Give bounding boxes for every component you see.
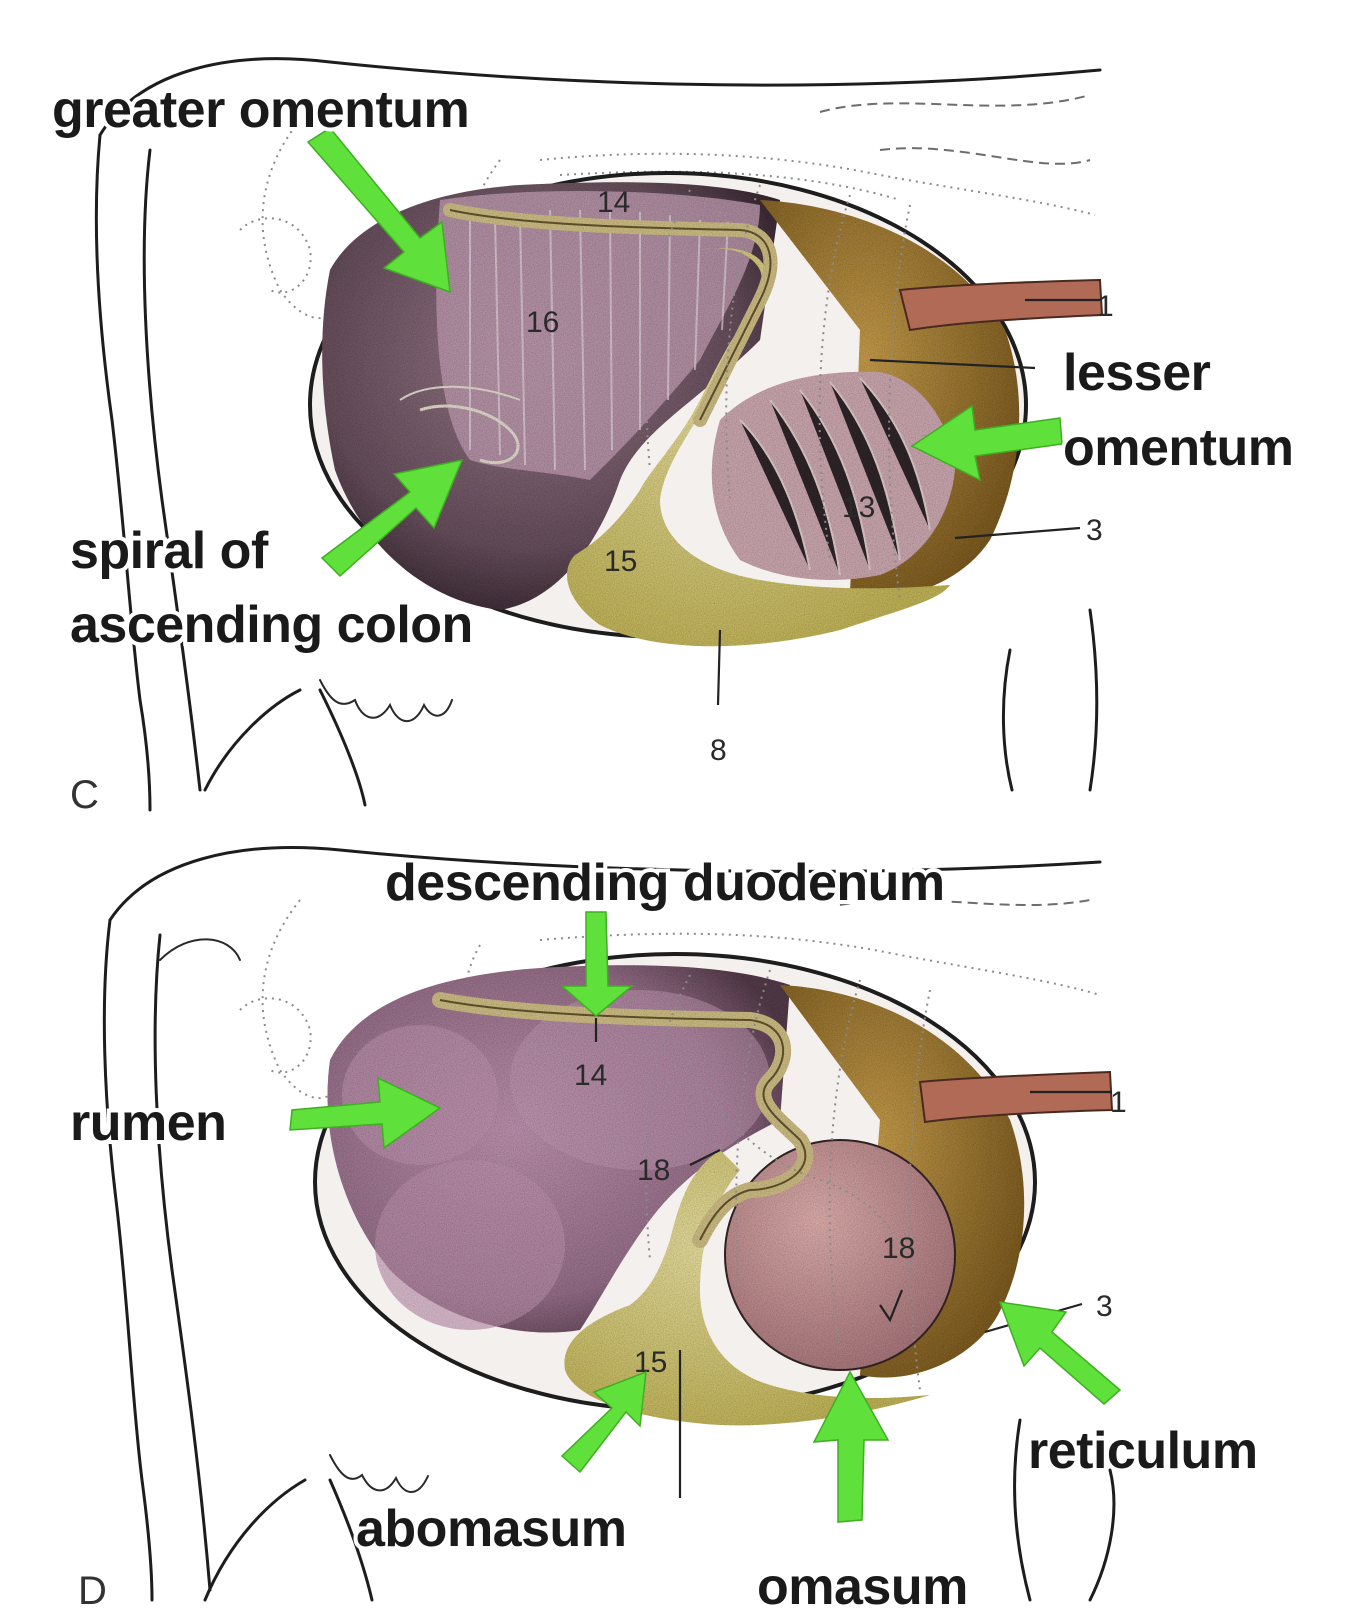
arrow-icon [998,1301,1122,1405]
panel-c-number: 8 [710,734,727,767]
panel-d-number: 1 [1110,1086,1127,1119]
panel-d-abomasum [564,1150,930,1426]
callout-rumen: rumen [70,1094,226,1152]
callout-spiral-colon-line2: ascending colon [70,596,473,654]
panel-c-number: 1 [1097,290,1114,323]
panel-c-number: 13 [842,491,875,524]
panel-c-number: 15 [604,545,637,578]
arrow-icon [560,1370,647,1474]
panel-c-abomasum [567,248,950,647]
callout-descending-duodenum: descending duodenum [385,854,945,912]
callout-lesser-omentum-line1: lesser [1063,344,1211,402]
panel-c-greater-omentum [436,190,760,480]
arrow-icon [320,458,464,578]
arrow-icon [289,1076,442,1150]
panel-d-omasum [724,1139,956,1371]
panel-c-number: 14 [597,186,630,219]
panel-c-esophagus [898,278,1104,332]
panel-d-number: 3 [1096,1290,1113,1323]
panel-c: 14 16 1 13 3 15 8 C greater omentum less… [48,57,1298,817]
panel-d-number: 18 [637,1154,670,1187]
callout-greater-omentum: greater omentum [52,81,469,139]
panel-d-number: 15 [634,1346,667,1379]
panel-c-number: 3 [1086,514,1103,547]
callout-lesser-omentum-line2: omentum [1063,419,1294,477]
panel-d-esophagus [918,1070,1114,1124]
panel-c-letter: C [70,773,99,817]
panel-d-number: 14 [574,1059,607,1092]
callout-reticulum: reticulum [1028,1422,1258,1480]
panel-c-cow-outline [98,57,1102,137]
panel-d-letter: D [78,1569,107,1613]
arrow-icon [910,404,1063,482]
callout-abomasum: abomasum [356,1500,627,1558]
arrow-icon [306,127,451,294]
arrow-icon [812,1370,890,1523]
callout-spiral-colon-line1: spiral of [70,522,269,580]
callout-omasum: omasum [757,1558,968,1616]
panel-d-number: 18 [882,1232,915,1265]
panel-c-number: 16 [526,306,559,339]
panel-d: 14 1 18 18 3 15 D descending duodenum ru… [66,846,1262,1620]
arrow-icon [560,911,635,1017]
panel-d-cow-outline [108,846,1102,922]
